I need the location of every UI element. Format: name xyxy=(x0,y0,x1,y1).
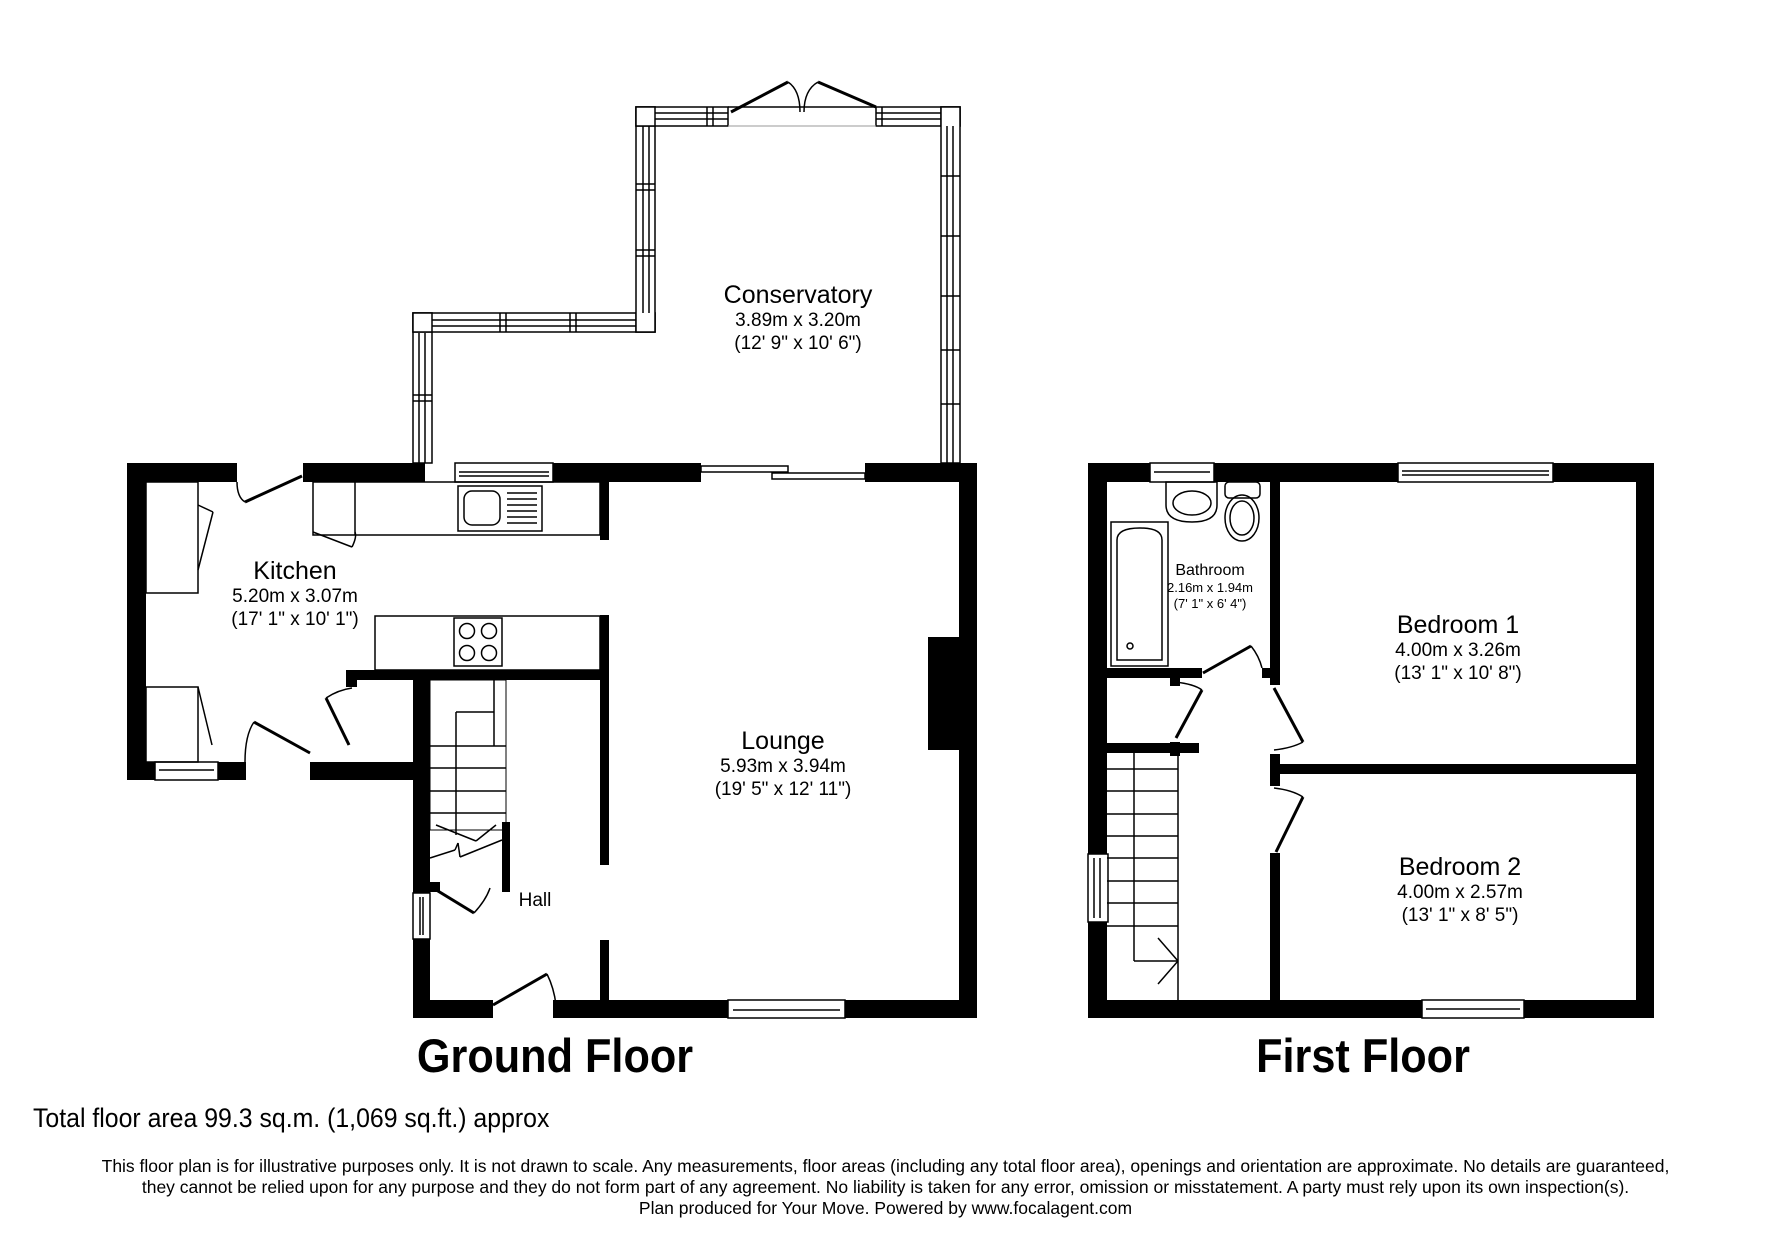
room-name: Kitchen xyxy=(253,557,337,585)
ground-floor-fixtures xyxy=(145,462,866,1019)
room-imperial: (13' 1" x 8' 5") xyxy=(1401,904,1519,926)
room-label-conservatory: Conservatory 3.89m x 3.20m (12' 9" x 10'… xyxy=(724,280,873,356)
room-metric: 4.00m x 2.57m xyxy=(1397,882,1523,903)
room-imperial: (7' 1" x 6' 4") xyxy=(1173,595,1247,611)
room-name: Bedroom 1 xyxy=(1396,611,1520,639)
room-metric: 2.16m x 1.94m xyxy=(1167,580,1253,596)
room-metric: 5.93m x 3.94m xyxy=(720,756,846,777)
room-name: Hall xyxy=(518,890,552,911)
room-label-bedroom-1: Bedroom 1 4.00m x 3.26m (13' 1" x 10' 8"… xyxy=(1394,610,1521,686)
ground-floor-plan xyxy=(127,463,977,1018)
total-floor-area: Total floor area 99.3 sq.m. (1,069 sq.ft… xyxy=(33,1103,550,1133)
room-label-kitchen: Kitchen 5.20m x 3.07m (17' 1" x 10' 1") xyxy=(231,556,358,632)
room-label-lounge: Lounge 5.93m x 3.94m (19' 5" x 12' 11") xyxy=(715,726,852,802)
conservatory-frame xyxy=(412,80,961,464)
first-floor-title: First Floor xyxy=(1256,1029,1470,1082)
room-label-hall: Hall xyxy=(519,890,552,913)
room-label-bedroom-2: Bedroom 2 4.00m x 2.57m (13' 1" x 8' 5") xyxy=(1397,852,1523,928)
room-metric: 5.20m x 3.07m xyxy=(232,586,358,607)
disclaimer-line: they cannot be relied upon for any purpo… xyxy=(141,1177,1630,1197)
room-name: Bathroom xyxy=(1175,562,1245,579)
room-imperial: (17' 1" x 10' 1") xyxy=(231,608,359,630)
room-label-bathroom: Bathroom 2.16m x 1.94m (7' 1" x 6' 4") xyxy=(1167,561,1253,611)
room-imperial: (19' 5" x 12' 11") xyxy=(714,778,852,800)
room-name: Conservatory xyxy=(723,281,873,309)
room-name: Bedroom 2 xyxy=(1398,853,1522,881)
first-floor-plan xyxy=(1088,463,1654,1018)
room-imperial: (13' 1" x 10' 8") xyxy=(1394,662,1522,684)
ground-floor-title: Ground Floor xyxy=(416,1029,694,1082)
disclaimer-line: Plan produced for Your Move. Powered by … xyxy=(638,1198,1133,1218)
room-metric: 4.00m x 3.26m xyxy=(1395,640,1521,661)
first-floor-fixtures xyxy=(1087,462,1554,1019)
room-name: Lounge xyxy=(741,727,825,755)
room-imperial: (12' 9" x 10' 6") xyxy=(734,332,862,354)
disclaimer: This floor plan is for illustrative purp… xyxy=(0,1156,1771,1219)
room-metric: 3.89m x 3.20m xyxy=(735,310,861,331)
disclaimer-line: This floor plan is for illustrative purp… xyxy=(101,1156,1670,1176)
